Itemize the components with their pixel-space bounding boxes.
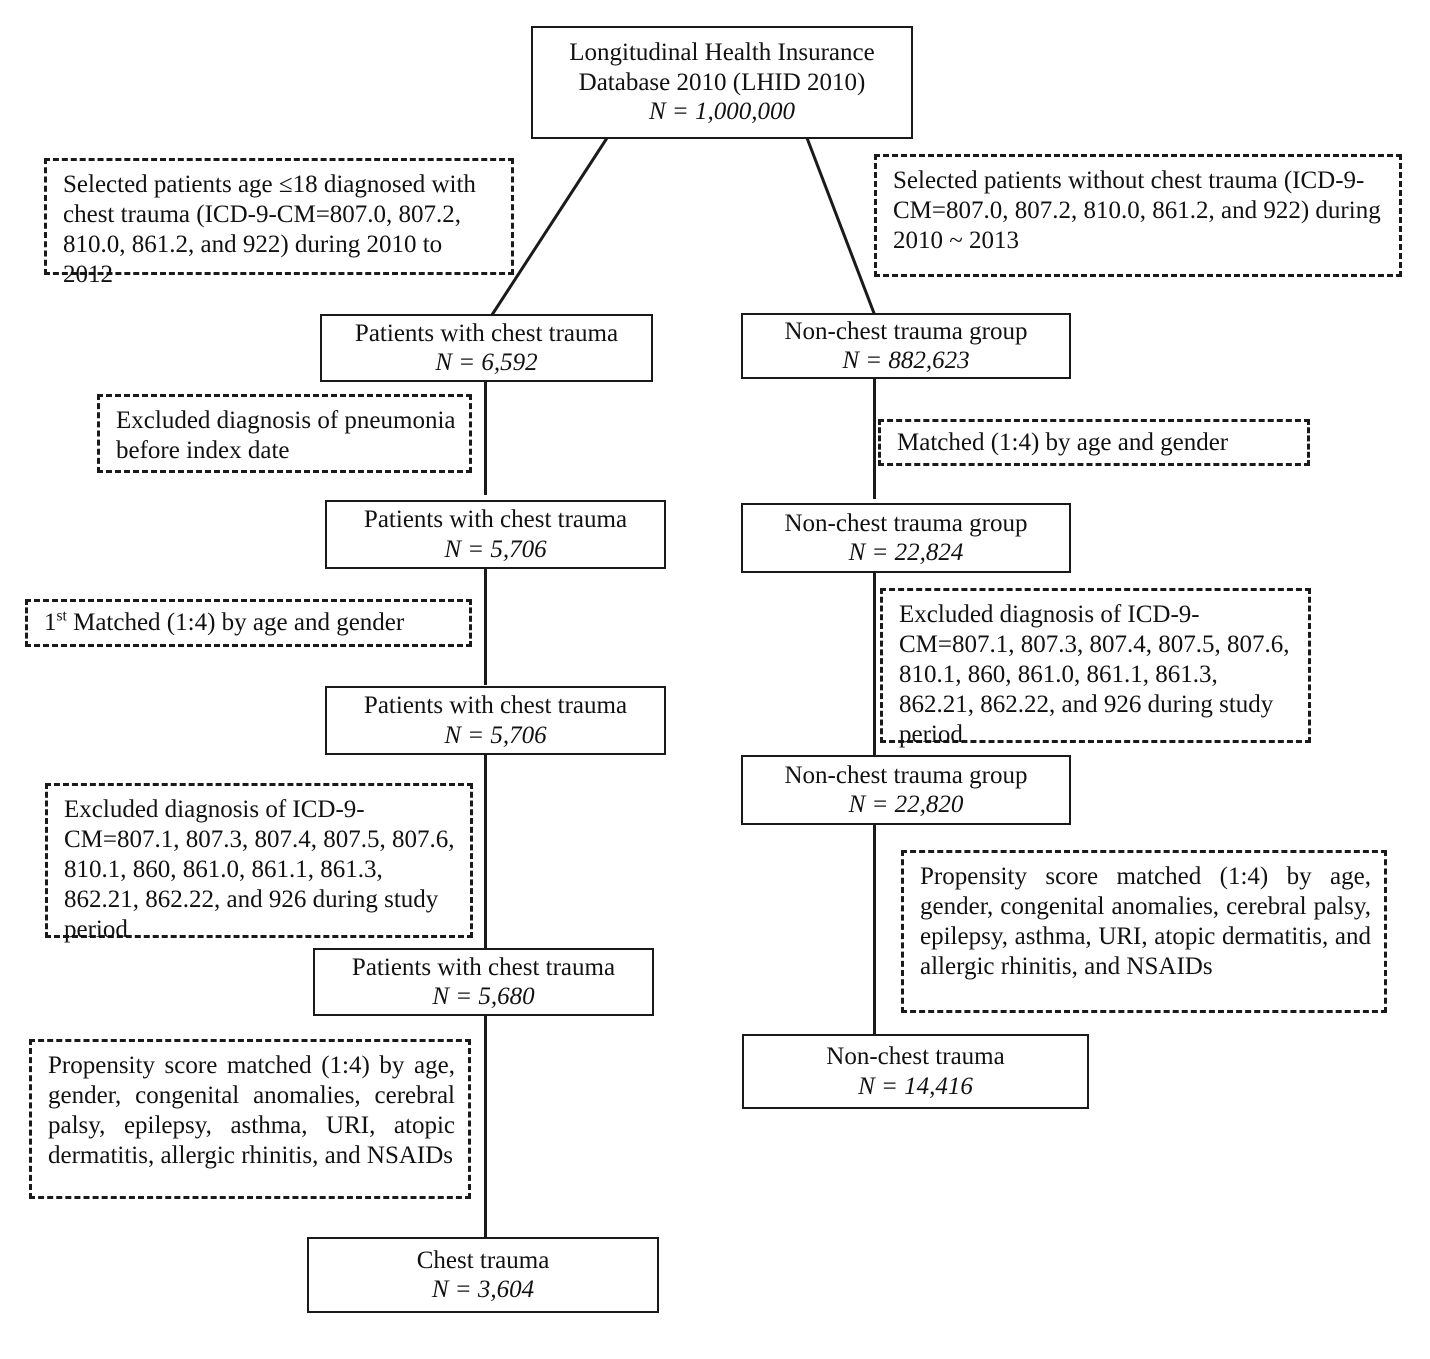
right-box3-title: Non-chest trauma group — [784, 761, 1028, 789]
note-left-excluded-icd: Excluded diagnosis of ICD-9-CM=807.1, 80… — [45, 783, 473, 943]
first-matched-rest: Matched (1:4) by age and gender — [66, 609, 405, 636]
node-non-chest-trauma-22820: Non-chest trauma group N = 22,820 — [741, 755, 1071, 825]
left-final-title: Chest trauma — [416, 1246, 550, 1274]
node-non-chest-trauma-14416: Non-chest trauma N = 14,416 — [742, 1034, 1089, 1109]
connector-left-4 — [484, 1013, 487, 1237]
left-box1-title: Patients with chest trauma — [354, 319, 619, 347]
note-excluded-pneumonia: Excluded diagnosis of pneumonia before i… — [97, 394, 472, 473]
right-excluded-icd-text: Excluded diagnosis of ICD-9-CM=807.1, 80… — [899, 601, 1290, 748]
left-final-n: N = 3,604 — [431, 1276, 535, 1303]
node-non-chest-trauma-882623: Non-chest trauma group N = 882,623 — [741, 313, 1071, 379]
node-chest-trauma-5706-b: Patients with chest trauma N = 5,706 — [325, 686, 666, 755]
source-n: N = 1,000,000 — [648, 98, 796, 126]
first-matched-suffix: st — [56, 607, 67, 625]
left-box3-n: N = 5,706 — [444, 721, 547, 749]
right-box2-n: N = 22,824 — [848, 539, 964, 566]
left-box2-title: Patients with chest trauma — [363, 506, 628, 533]
excluded-pneumonia-text: Excluded diagnosis of pneumonia before i… — [116, 407, 456, 464]
node-non-chest-trauma-22824: Non-chest trauma group N = 22,824 — [741, 503, 1071, 573]
first-matched-ordinal: 1 — [44, 609, 57, 636]
left-criteria-text: Selected patients age ≤18 diagnosed with… — [63, 171, 476, 288]
note-first-matched: 1st Matched (1:4) by age and gender — [25, 599, 472, 647]
node-chest-trauma-3604: Chest trauma N = 3,604 — [307, 1237, 659, 1313]
left-box4-title: Patients with chest trauma — [351, 953, 616, 981]
left-excluded-icd-text: Excluded diagnosis of ICD-9-CM=807.1, 80… — [64, 796, 455, 943]
left-box3-title: Patients with chest trauma — [363, 692, 628, 719]
note-matched-age-gender: Matched (1:4) by age and gender — [878, 419, 1310, 466]
node-chest-trauma-6592: Patients with chest trauma N = 6,592 — [320, 314, 653, 382]
node-source-database: Longitudinal Health Insurance Database 2… — [531, 26, 913, 139]
right-final-n: N = 14,416 — [858, 1072, 973, 1100]
source-line1: Longitudinal Health Insurance — [569, 39, 875, 67]
right-propensity-text: Propensity score matched (1:4) by age, g… — [920, 863, 1371, 980]
connector-left-2 — [484, 569, 487, 685]
connector-left-1 — [484, 379, 487, 495]
node-chest-trauma-5680: Patients with chest trauma N = 5,680 — [313, 948, 654, 1016]
connector-right-1 — [873, 376, 876, 499]
connector-left-3 — [484, 755, 487, 948]
right-box3-n: N = 22,820 — [848, 791, 964, 818]
right-box1-title: Non-chest trauma group — [784, 317, 1028, 345]
connector-right-3 — [873, 824, 876, 1034]
note-right-propensity-matched: Propensity score matched (1:4) by age, g… — [901, 850, 1387, 1013]
first-matched-text: 1st Matched (1:4) by age and gender — [44, 608, 404, 638]
left-box1-n: N = 6,592 — [435, 349, 538, 376]
right-box2-title: Non-chest trauma group — [784, 509, 1028, 537]
left-propensity-text: Propensity score matched (1:4) by age, g… — [48, 1052, 455, 1169]
right-box1-n: N = 882,623 — [842, 347, 970, 374]
node-chest-trauma-5706-a: Patients with chest trauma N = 5,706 — [325, 500, 666, 569]
left-box2-n: N = 5,706 — [444, 535, 547, 563]
note-right-excluded-icd: Excluded diagnosis of ICD-9-CM=807.1, 80… — [880, 588, 1311, 748]
matched-age-gender-text: Matched (1:4) by age and gender — [897, 428, 1229, 456]
left-box4-n: N = 5,680 — [432, 983, 535, 1010]
right-criteria-text: Selected patients without chest trauma (… — [893, 167, 1381, 254]
source-line2: Database 2010 (LHID 2010) — [578, 68, 866, 96]
note-right-inclusion-criteria: Selected patients without chest trauma (… — [874, 154, 1402, 277]
connector-right-2 — [873, 573, 876, 759]
right-final-title: Non-chest trauma — [826, 1043, 1005, 1070]
branch-connectors — [486, 137, 879, 322]
note-left-propensity-matched: Propensity score matched (1:4) by age, g… — [29, 1039, 471, 1199]
note-left-inclusion-criteria: Selected patients age ≤18 diagnosed with… — [44, 158, 514, 288]
